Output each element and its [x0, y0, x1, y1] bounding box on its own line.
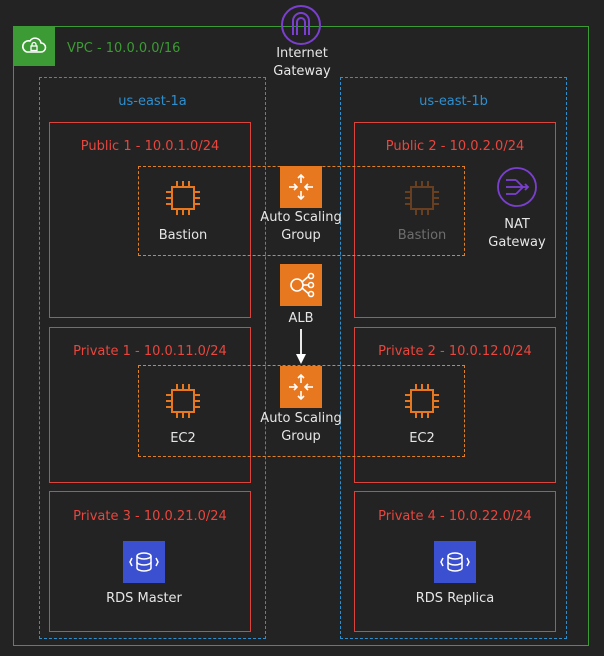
subnet-private-2-label: Private 2 - 10.0.12.0/24	[378, 344, 532, 359]
subnet-public-1	[49, 122, 251, 318]
ec2-chip-icon-right	[402, 381, 442, 421]
ec2-chip-icon	[163, 178, 203, 218]
az-us-east-1b	[340, 77, 567, 639]
ec2-left-label: EC2	[170, 431, 196, 446]
asg-top-label: Auto Scaling Group	[260, 210, 342, 243]
rds-replica-label: RDS Replica	[415, 591, 495, 606]
bastion-standby-label: Bastion	[397, 228, 447, 243]
az-label-1b: us-east-1b	[419, 94, 488, 109]
nat-gateway-label: NAT Gateway	[488, 217, 546, 250]
alb-label: ALB	[288, 311, 314, 326]
vpc-cloud-lock-icon	[13, 26, 55, 66]
az-us-east-1a	[39, 77, 266, 639]
rds-database-icon	[123, 541, 165, 583]
subnet-private-1-label: Private 1 - 10.0.11.0/24	[73, 344, 227, 359]
auto-scaling-icon	[280, 166, 322, 208]
asg-bottom-label: Auto Scaling Group	[260, 411, 342, 444]
bastion-label: Bastion	[158, 228, 208, 243]
asg-boundary-private	[138, 365, 465, 457]
load-balancer-icon	[280, 264, 322, 306]
subnet-public-2	[354, 122, 556, 318]
subnet-private-4-label: Private 4 - 10.0.22.0/24	[378, 509, 532, 524]
rds-master-label: RDS Master	[106, 591, 182, 606]
subnet-private-2	[354, 327, 556, 483]
ec2-right-label: EC2	[409, 431, 435, 446]
vpc-boundary	[13, 26, 589, 646]
nat-gateway-icon	[496, 166, 538, 208]
rds-database-icon-replica	[434, 541, 476, 583]
subnet-private-3-label: Private 3 - 10.0.21.0/24	[73, 509, 227, 524]
subnet-public-2-label: Public 2 - 10.0.2.0/24	[385, 139, 525, 154]
internet-gateway-icon	[280, 4, 322, 46]
ec2-chip-icon-standby	[402, 178, 442, 218]
internet-gateway-label: Internet Gateway	[273, 46, 331, 79]
ec2-chip-icon-left	[163, 381, 203, 421]
subnet-public-1-label: Public 1 - 10.0.1.0/24	[80, 139, 220, 154]
subnet-private-1	[49, 327, 251, 483]
subnet-private-3	[49, 491, 251, 632]
subnet-private-4	[354, 491, 556, 632]
alb-to-asg-arrow	[296, 329, 306, 364]
auto-scaling-icon-bottom	[280, 366, 322, 408]
vpc-label: VPC - 10.0.0.0/16	[67, 41, 181, 56]
az-label-1a: us-east-1a	[118, 94, 187, 109]
